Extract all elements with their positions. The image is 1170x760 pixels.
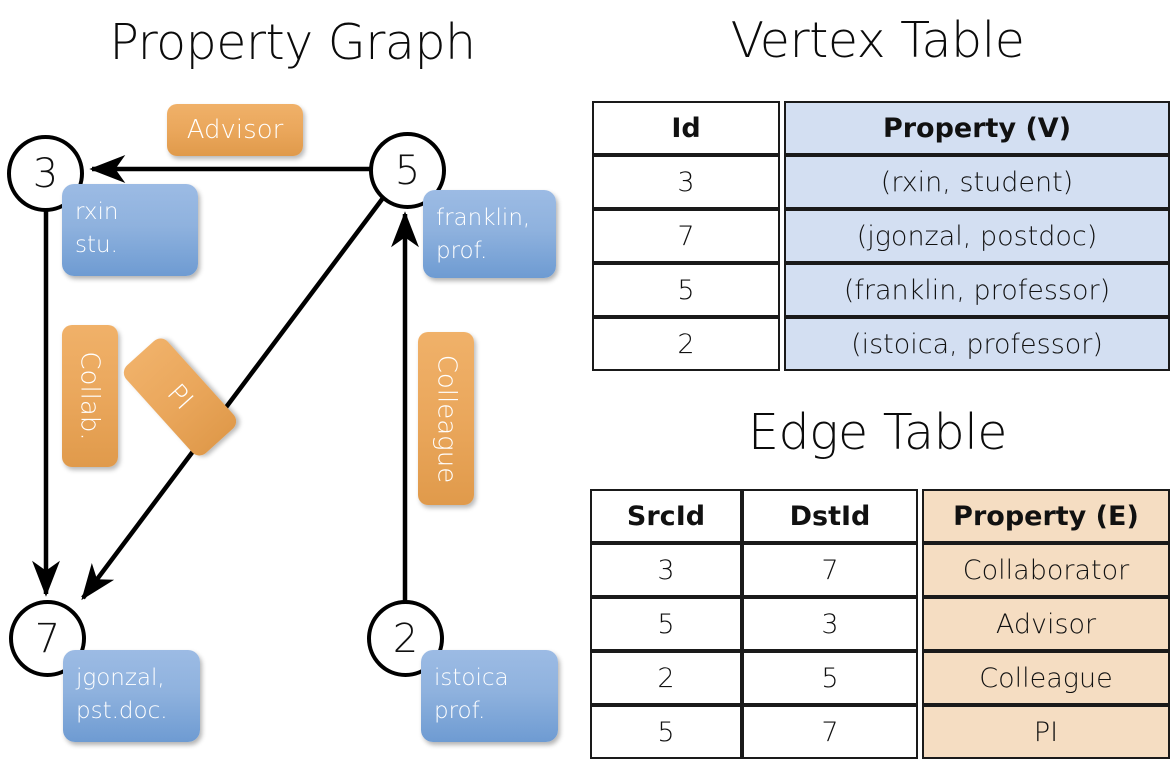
vertex-row-1-property: (jgonzal, postdoc) [784,209,1170,263]
edge-table-column-gap [918,489,922,543]
graph-node-2[interactable]: 2 [367,600,444,677]
vertex-row-1-id: 7 [592,209,780,263]
edge-row-2-src: 2 [590,651,742,705]
node-property-box-istoica: istoica prof. [421,650,558,742]
node-property-rxin-line2: stu. [75,231,118,258]
table-row: 3 7 Collaborator [590,543,1170,597]
edge-table-header-property: Property (E) [922,489,1170,543]
table-row: 7 (jgonzal, postdoc) [592,209,1170,263]
vertex-row-0-property: (rxin, student) [784,155,1170,209]
vertex-row-1-gap [780,209,784,263]
vertex-row-3-property: (istoica, professor) [784,317,1170,371]
node-property-istoica-line2: prof. [434,697,486,724]
vertex-row-2-property: (franklin, professor) [784,263,1170,317]
node-property-jgonzal-line2: pst.doc. [76,697,168,724]
edge-label-pi-text: PI [161,378,199,416]
graph-node-7-label: 7 [34,615,61,662]
edge-row-1-property: Advisor [922,597,1170,651]
vertex-table-header-property: Property (V) [784,101,1170,155]
edge-label-advisor: Advisor [167,104,303,156]
node-property-rxin-line1: rxin [75,199,119,225]
edge-5-to-7-pi [81,196,385,601]
vertex-table-header-row: Id Property (V) [592,101,1170,155]
edge-row-1-src: 5 [590,597,742,651]
vertex-row-2-gap [780,263,784,317]
node-property-box-rxin: rxin stu. [62,184,198,276]
page-title-vertex-table: Vertex Table [730,12,1025,69]
node-property-box-jgonzal: jgonzal, pst.doc. [63,650,200,742]
vertex-table-column-gap [780,101,784,155]
edge-row-3-property: PI [922,705,1170,759]
table-row: 5 3 Advisor [590,597,1170,651]
edge-row-3-src: 5 [590,705,742,759]
edge-table-header-row: SrcId DstId Property (E) [590,489,1170,543]
table-row: 3 (rxin, student) [592,155,1170,209]
edge-row-2-property: Colleague [922,651,1170,705]
table-row: 5 7 PI [590,705,1170,759]
vertex-table-header-id: Id [592,101,780,155]
edge-row-0-gap [918,543,922,597]
edge-row-2-gap [918,651,922,705]
vertex-table: Id Property (V) 3 (rxin, student) 7 (jgo… [592,101,1170,371]
page-title-property-graph: Property Graph [109,14,476,71]
graph-node-5-label: 5 [394,147,421,194]
table-row: 5 (franklin, professor) [592,263,1170,317]
edge-label-colleague: Colleague [418,332,474,505]
vertex-row-2-id: 5 [592,263,780,317]
node-property-franklin-line1: franklin, [436,205,531,231]
edge-table: SrcId DstId Property (E) 3 7 Collaborato… [590,489,1170,759]
graph-edges-layer [32,155,419,602]
table-row: 2 (istoica, professor) [592,317,1170,371]
node-property-istoica-line1: istoica [434,665,509,691]
node-property-box-franklin: franklin, prof. [423,190,556,278]
vertex-row-0-id: 3 [592,155,780,209]
node-property-jgonzal-line1: jgonzal, [76,665,165,691]
edge-table-header-dstid: DstId [742,489,918,543]
edge-row-0-src: 3 [590,543,742,597]
edge-row-3-dst: 7 [742,705,918,759]
edge-row-1-dst: 3 [742,597,918,651]
edge-label-collab: Collab. [62,325,118,467]
edge-row-1-gap [918,597,922,651]
table-row: 2 5 Colleague [590,651,1170,705]
vertex-row-3-id: 2 [592,317,780,371]
graph-node-2-label: 2 [392,615,419,662]
node-property-franklin-line2: prof. [436,237,488,264]
edge-row-2-dst: 5 [742,651,918,705]
edge-row-3-gap [918,705,922,759]
edge-label-advisor-text: Advisor [186,115,284,145]
edge-label-collab-text: Collab. [75,351,105,441]
vertex-row-0-gap [780,155,784,209]
page-title-edge-table: Edge Table [748,404,1007,461]
edge-table-header-srcid: SrcId [590,489,742,543]
graph-node-3-label: 3 [32,150,59,197]
graph-node-5[interactable]: 5 [369,132,446,209]
vertex-row-3-gap [780,317,784,371]
edge-row-0-property: Collaborator [922,543,1170,597]
edge-label-colleague-text: Colleague [431,354,462,483]
edge-row-0-dst: 7 [742,543,918,597]
